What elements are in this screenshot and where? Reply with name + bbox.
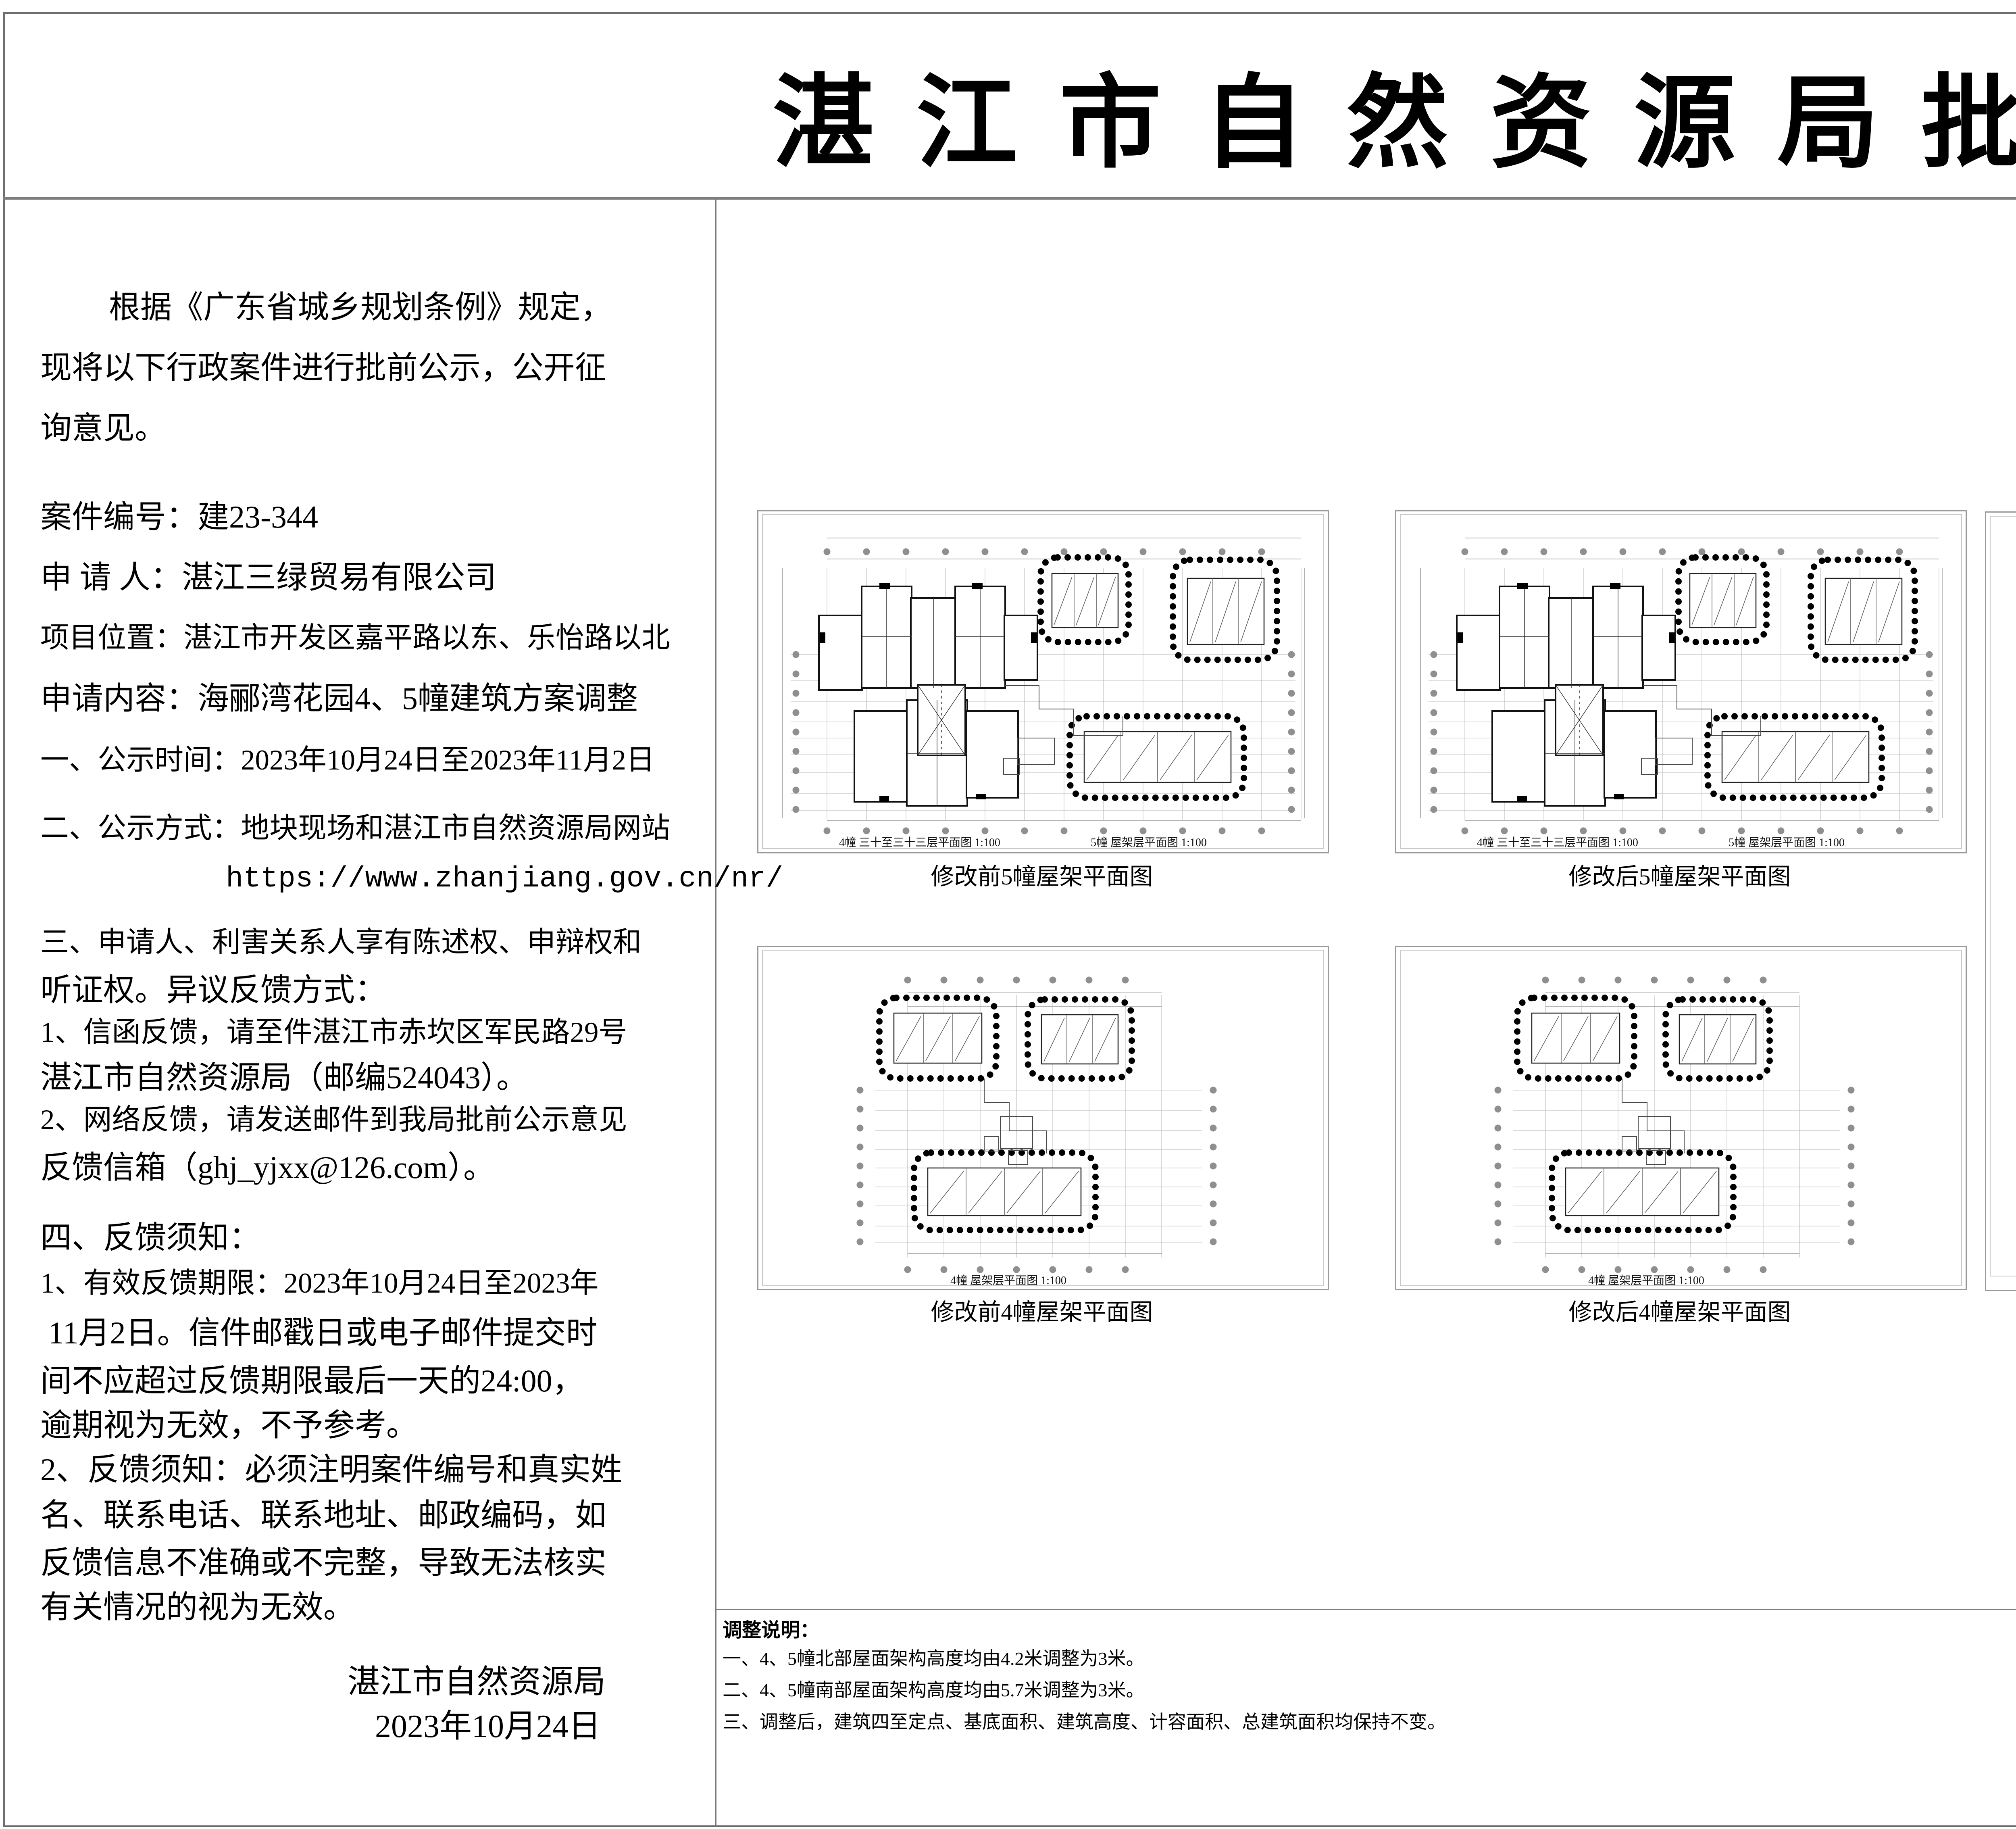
plan4-before-panel (757, 946, 1329, 1290)
page-border (3, 12, 2016, 1827)
feedback-deadline: 1、有效反馈期限：2023年10月24日至2023年 (40, 1268, 599, 1299)
plan4-before-drawing (758, 947, 1328, 1289)
plan5-before-drawing (758, 511, 1328, 852)
applicant: 申 请 人：湛江三绿贸易有限公司 (40, 560, 497, 595)
notice-line: 三、申请人、利害关系人享有陈述权、申辩权和 (40, 927, 642, 958)
publicity-period: 一、公示时间：2023年10月24日至2023年11月2日 (40, 745, 655, 776)
signature-date: 2023年10月24日 (375, 1709, 601, 1744)
online-feedback: 2、网络反馈，请发送邮件到我局批前公示意见 (40, 1104, 627, 1136)
caption-plan4-before: 修改前4幢屋架平面图 (931, 1299, 1153, 1325)
plan5-after-drawing (1396, 511, 1966, 852)
caption-plan4-after: 修改后4幢屋架平面图 (1568, 1299, 1791, 1325)
caption-plan5-after: 修改后5幢屋架平面图 (1568, 863, 1791, 890)
note-item: 三、调整后，建筑四至定点、基底面积、建筑高度、计容面积、总建筑面积均保持不变。 (723, 1712, 1446, 1732)
application-content: 申请内容：海郦湾花园4、5幢建筑方案调整 (40, 681, 638, 716)
feedback-email: 反馈信箱（ghj_yjxx@126.com）。 (40, 1150, 495, 1185)
website-url: https://www.zhanjiang.gov.cn/nr/ (226, 862, 783, 895)
notice-line: 听证权。异议反馈方式： (40, 972, 387, 1007)
signature-org: 湛江市自然资源局 (348, 1664, 606, 1700)
case-number: 案件编号：建23-344 (40, 499, 318, 534)
elevation-before-panel (1985, 511, 2016, 1291)
title-divider (3, 197, 2016, 200)
notes-divider (715, 1609, 2016, 1610)
notice-line: 逾期视为无效，不予参考。 (40, 1408, 418, 1443)
notice-line: 四、反馈须知： (40, 1220, 261, 1255)
notice-line: 2、反馈须知：必须注明案件编号和真实姓 (40, 1452, 623, 1487)
notice-line: 根据《广东省城乡规划条例》规定， (109, 290, 612, 325)
notice-line: 11月2日。信件邮戳日或电子邮件提交时 (40, 1315, 598, 1350)
notice-line: 现将以下行政案件进行批前公示，公开征 (40, 350, 607, 385)
notes-title: 调整说明： (723, 1620, 820, 1641)
caption-plan5-before: 修改前5幢屋架平面图 (931, 863, 1153, 890)
project-location: 项目位置：湛江市开发区嘉平路以东、乐怡路以北 (40, 622, 671, 654)
plan4-after-panel (1395, 946, 1967, 1290)
caption-elevation-before: 修改前4、5幢立面图 (1985, 1293, 2016, 1327)
plan4-after-drawing (1396, 947, 1966, 1289)
notice-line: 反馈信息不准确或不完整，导致无法核实 (40, 1545, 607, 1580)
mail-feedback: 1、信函反馈，请至件湛江市赤坎区军民路29号 (40, 1017, 627, 1048)
page-title: 湛江市自然资源局批前公示 (772, 67, 2016, 180)
notice-line: 询意见。 (40, 411, 167, 446)
notice-line: 间不应超过反馈期限最后一天的24:00， (40, 1363, 584, 1398)
left-panel-divider (715, 197, 716, 1825)
note-item: 二、4、5幢南部屋面架构高度均由5.7米调整为3米。 (723, 1680, 1145, 1700)
note-item: 一、4、5幢北部屋面架构高度均由4.2米调整为3米。 (723, 1648, 1145, 1669)
publicity-method: 二、公示方式：地块现场和湛江市自然资源局网站 (40, 813, 671, 844)
plan5-before-panel (757, 510, 1329, 853)
mail-address: 湛江市自然资源局（邮编524043）。 (40, 1060, 528, 1095)
notice-line: 名、联系电话、联系地址、邮政编码，如 (40, 1497, 607, 1533)
plan5-after-panel (1395, 510, 1967, 853)
elevation-before-drawing (1986, 513, 2016, 1290)
notice-line: 有关情况的视为无效。 (40, 1589, 355, 1625)
